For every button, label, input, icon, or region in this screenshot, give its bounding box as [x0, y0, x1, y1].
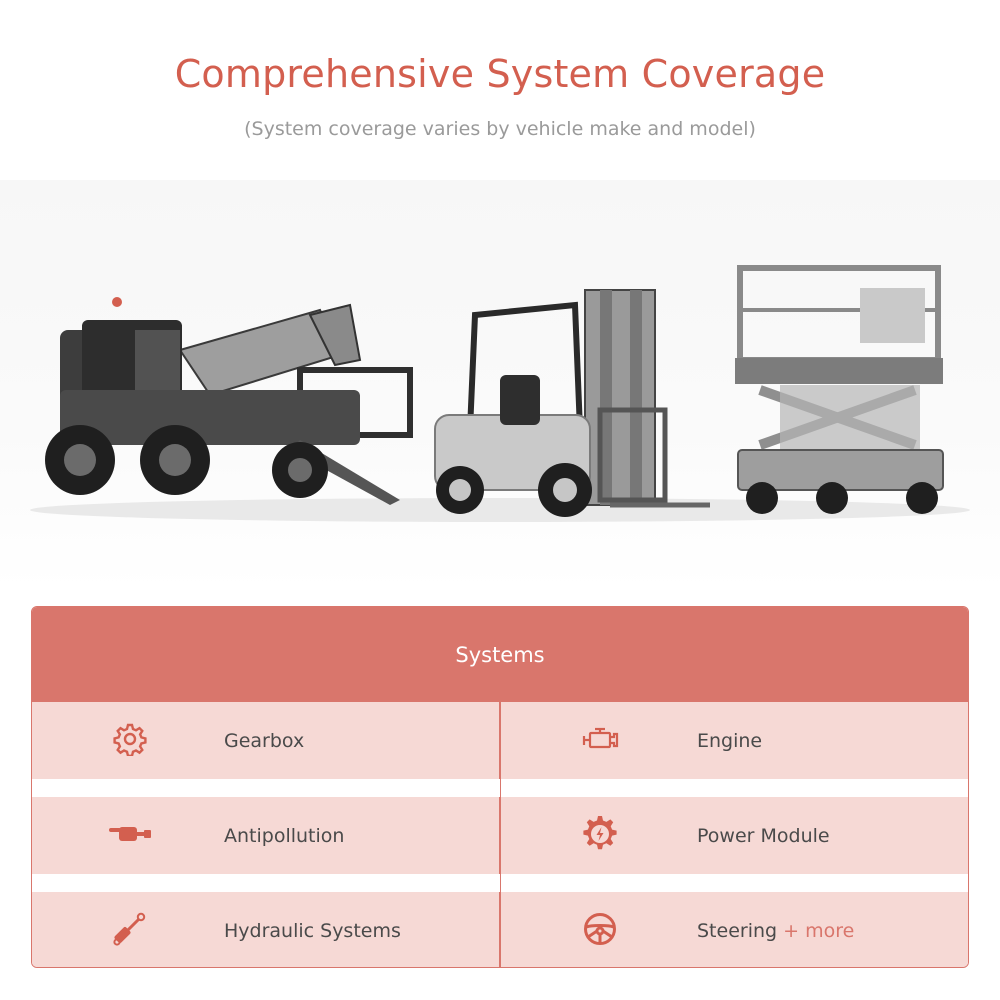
system-label: Engine	[697, 729, 763, 752]
system-cell-engine: Engine	[500, 702, 968, 779]
system-label-steering: Steering + more	[697, 920, 854, 942]
exhaust-icon	[107, 823, 153, 849]
systems-table: Systems Gearbox	[31, 606, 969, 968]
engine-icon	[581, 725, 619, 757]
page-subtitle: (System coverage varies by vehicle make …	[244, 118, 756, 140]
system-label: Gearbox	[224, 729, 305, 752]
power-module-icon	[581, 815, 619, 857]
forklift-illustration	[434, 289, 710, 517]
more-systems-link[interactable]: + more	[783, 919, 855, 942]
vehicle-hero-image	[0, 180, 1000, 590]
gear-icon	[113, 722, 147, 760]
system-label: Hydraulic Systems	[224, 919, 401, 942]
page-title: Comprehensive System Coverage	[174, 52, 826, 96]
ground-shadow	[30, 498, 970, 522]
system-cell-power-module: Power Module	[500, 797, 968, 874]
scissor-lift-illustration	[735, 265, 944, 514]
steering-wheel-icon	[582, 911, 618, 951]
systems-table-header: Systems	[32, 607, 968, 702]
column-divider	[500, 702, 501, 967]
system-label: Power Module	[697, 824, 830, 847]
hydraulic-cylinder-icon	[112, 911, 148, 951]
telehandler-illustration	[45, 297, 413, 505]
system-label: Steering	[697, 919, 778, 942]
vehicles-illustration	[30, 265, 970, 522]
system-cell-gearbox: Gearbox	[32, 702, 500, 779]
system-cell-hydraulic: Hydraulic Systems	[32, 892, 500, 967]
system-cell-antipollution: Antipollution	[32, 797, 500, 874]
system-cell-steering: Steering + more	[500, 892, 968, 967]
system-label: Antipollution	[224, 824, 345, 847]
